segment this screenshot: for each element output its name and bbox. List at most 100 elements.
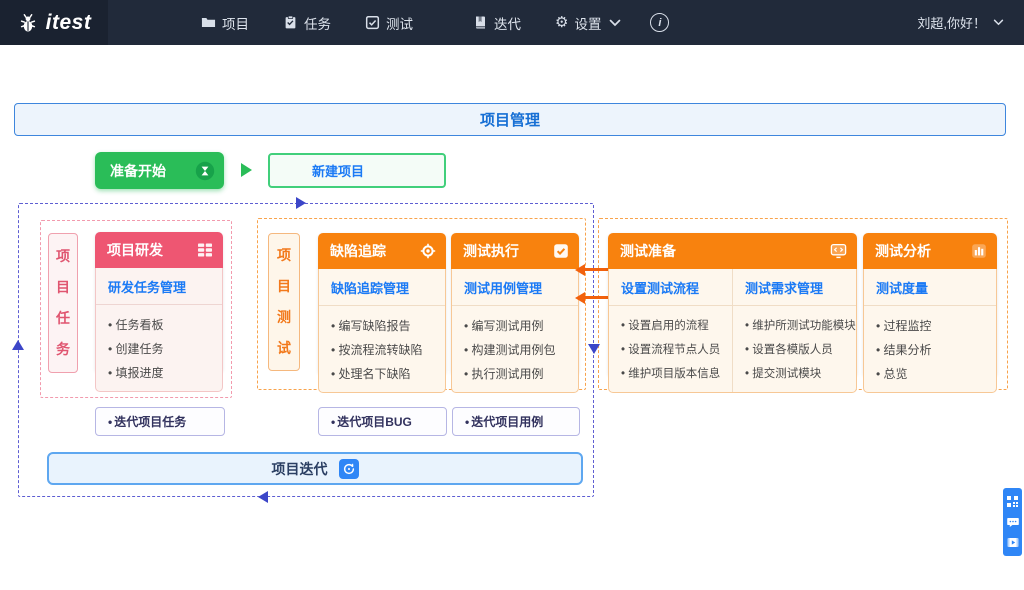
card-title: 缺陷追踪	[330, 243, 386, 259]
card-feature-list: 编写缺陷报告 按流程流转缺陷 处理名下缺陷	[319, 306, 445, 392]
card-subtitle-link[interactable]: 研发任务管理	[96, 268, 222, 305]
card-title: 测试执行	[463, 243, 519, 259]
chip-label: 迭代项目用例	[471, 415, 544, 429]
kanban-icon	[197, 242, 213, 258]
card-title: 项目研发	[107, 242, 163, 258]
project-management-banner[interactable]: 项目管理	[14, 103, 1006, 136]
card-subtitle-link[interactable]: 测试度量	[864, 269, 996, 306]
card-body: 测试度量 过程监控 结果分析 总览	[863, 269, 997, 393]
top-navbar: itest 项目 任务 测试	[0, 0, 1024, 45]
feature-item: 填报进度	[108, 361, 210, 385]
nav-item-label: 迭代	[494, 16, 521, 32]
connector-arrow-left-1	[575, 263, 608, 276]
project-test-vertical-label: 项目测试	[268, 233, 300, 371]
project-task-group	[40, 220, 232, 398]
code-monitor-icon	[830, 243, 847, 259]
card-test-preparation[interactable]: 测试准备 设置测试流程 设置启用的流程 设置流程节点人员 维护项目版本信息 测试…	[608, 233, 857, 393]
feature-item: 执行测试用例	[464, 362, 566, 386]
feature-item: 任务看板	[108, 313, 210, 337]
feature-item: 编写缺陷报告	[331, 314, 433, 338]
card-body: 研发任务管理 任务看板 创建任务 填报进度	[95, 268, 223, 392]
nav-item-label: 任务	[304, 16, 331, 32]
card-feature-list: 过程监控 结果分析 总览	[864, 306, 996, 392]
clipboard-icon	[283, 15, 298, 30]
prep-column-requirement: 测试需求管理 维护所测试功能模块 设置各模版人员 提交测试模块	[732, 269, 856, 392]
project-iteration-bar[interactable]: 项目迭代	[47, 452, 583, 485]
nav-item-task[interactable]: 任务	[266, 0, 348, 45]
feature-item: 构建测试用例包	[464, 338, 566, 362]
feature-item: 按流程流转缺陷	[331, 338, 433, 362]
project-task-vertical-label: 项目任务	[48, 233, 78, 373]
card-header[interactable]: 测试执行	[451, 233, 579, 269]
nav-item-label: 测试	[386, 16, 413, 32]
info-icon[interactable]: i	[650, 13, 670, 32]
qr-code-icon[interactable]	[1006, 495, 1019, 508]
card-feature-list: 任务看板 创建任务 填报进度	[96, 305, 222, 391]
chip-iteration-case[interactable]: 迭代项目用例	[452, 407, 580, 436]
nav-menu: 项目 任务 测试 迭代 ⚙ 设置	[184, 0, 670, 45]
feature-item: 结果分析	[876, 338, 984, 362]
check-square-icon	[553, 243, 569, 259]
get-started-button[interactable]: 准备开始	[95, 152, 224, 189]
feature-item: 过程监控	[876, 314, 984, 338]
feature-item: 维护项目版本信息	[621, 362, 720, 386]
new-project-button[interactable]: 新建项目	[268, 153, 446, 188]
feedback-chat-icon[interactable]	[1006, 516, 1019, 529]
card-body: 设置测试流程 设置启用的流程 设置流程节点人员 维护项目版本信息 测试需求管理 …	[608, 269, 857, 393]
info-glyph: i	[658, 16, 662, 29]
card-defect-tracking[interactable]: 缺陷追踪 缺陷追踪管理 编写缺陷报告 按流程流转缺陷 处理名下缺陷	[318, 233, 446, 393]
card-header[interactable]: 测试准备	[608, 233, 857, 269]
card-subtitle-link[interactable]: 测试需求管理	[733, 269, 856, 306]
check-square-icon	[365, 15, 380, 30]
card-body: 缺陷追踪管理 编写缺陷报告 按流程流转缺陷 处理名下缺陷	[318, 269, 446, 393]
chevron-down-icon	[993, 19, 1004, 26]
feature-item: 设置流程节点人员	[621, 338, 720, 362]
flow-arrow-right-green	[241, 163, 252, 177]
nav-item-test[interactable]: 测试	[348, 0, 430, 45]
feature-item: 维护所测试功能模块	[745, 314, 856, 338]
feature-item: 编写测试用例	[464, 314, 566, 338]
feature-item: 总览	[876, 362, 984, 386]
flow-arrow-bottom	[258, 491, 268, 503]
book-icon	[473, 15, 488, 30]
flow-arrow-top	[296, 197, 306, 209]
card-subtitle-link[interactable]: 缺陷追踪管理	[319, 269, 445, 306]
card-subtitle-link[interactable]: 设置测试流程	[609, 269, 732, 306]
chip-label: 迭代项目任务	[114, 415, 187, 429]
logo[interactable]: itest	[0, 0, 108, 45]
card-test-analysis[interactable]: 测试分析 测试度量 过程监控 结果分析 总览	[863, 233, 997, 393]
card-header[interactable]: 项目研发	[95, 232, 223, 268]
card-body: 测试用例管理 编写测试用例 构建测试用例包 执行测试用例	[451, 269, 579, 393]
feature-item: 设置各模版人员	[745, 338, 844, 362]
card-project-rnd[interactable]: 项目研发 研发任务管理 任务看板 创建任务 填报进度	[95, 232, 223, 392]
target-icon	[420, 243, 436, 259]
connector-arrow-left-2	[575, 291, 608, 304]
video-guide-icon[interactable]	[1006, 536, 1019, 549]
card-feature-list: 设置启用的流程 设置流程节点人员 维护项目版本信息	[609, 306, 732, 392]
card-feature-list: 编写测试用例 构建测试用例包 执行测试用例	[452, 306, 578, 392]
new-project-label: 新建项目	[312, 164, 365, 179]
card-title: 测试分析	[875, 243, 931, 259]
card-header[interactable]: 缺陷追踪	[318, 233, 446, 269]
chip-label: 迭代项目BUG	[337, 415, 412, 429]
chip-iteration-bug[interactable]: 迭代项目BUG	[318, 407, 447, 436]
card-test-execution[interactable]: 测试执行 测试用例管理 编写测试用例 构建测试用例包 执行测试用例	[451, 233, 579, 393]
get-started-label: 准备开始	[110, 162, 166, 179]
card-subtitle-link[interactable]: 测试用例管理	[452, 269, 578, 306]
feature-item: 提交测试模块	[745, 362, 844, 386]
chevron-down-icon	[609, 19, 621, 27]
nav-item-project[interactable]: 项目	[184, 0, 266, 45]
nav-item-label: 设置	[574, 16, 602, 32]
folder-icon	[201, 15, 216, 30]
nav-item-settings[interactable]: ⚙ 设置	[538, 0, 638, 45]
banner-title: 项目管理	[479, 112, 540, 129]
card-header[interactable]: 测试分析	[863, 233, 997, 269]
nav-item-iteration[interactable]: 迭代	[456, 0, 538, 45]
user-menu[interactable]: 刘超,你好！	[917, 13, 1004, 32]
iteration-bar-label: 项目迭代	[271, 460, 328, 477]
card-title: 测试准备	[620, 243, 676, 259]
bug-logo-icon	[17, 12, 39, 34]
feature-item: 处理名下缺陷	[331, 362, 433, 386]
chip-iteration-task[interactable]: 迭代项目任务	[95, 407, 225, 436]
prep-column-flow: 设置测试流程 设置启用的流程 设置流程节点人员 维护项目版本信息	[609, 269, 732, 392]
